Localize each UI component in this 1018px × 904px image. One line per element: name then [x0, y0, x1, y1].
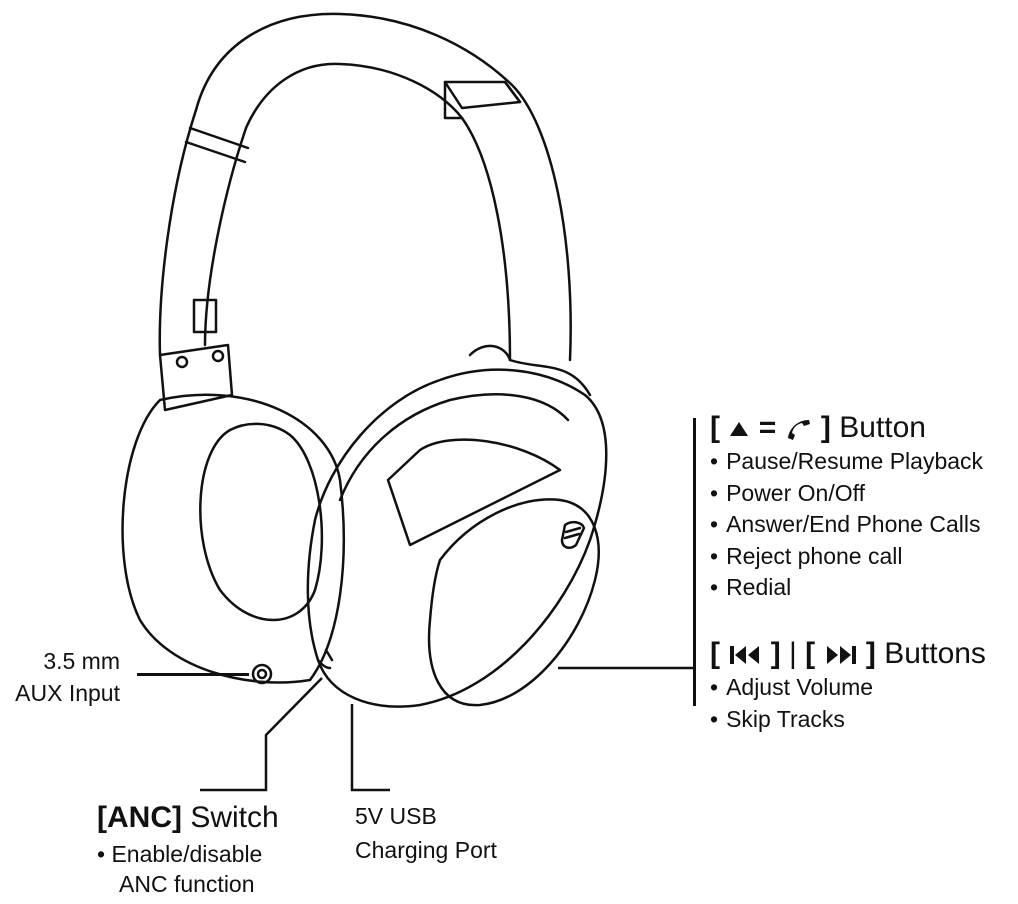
anc-bullet-text: Enable/disable [111, 841, 262, 867]
track-bracket-open-1: [ [710, 637, 720, 670]
phone-icon [785, 417, 813, 441]
previous-track-icon [728, 644, 762, 666]
multi-bracket-open: [ [710, 411, 720, 444]
track-bracket-close-2: ] [866, 637, 876, 670]
multi-button-functions: Pause/Resume Playback Power On/Off Answe… [710, 446, 983, 604]
play-pause-icon [728, 419, 750, 439]
next-track-icon [824, 644, 858, 666]
list-item: Adjust Volume [710, 672, 873, 704]
anc-heading: [ANC] Switch [97, 800, 279, 836]
aux-label-line2: AUX Input [0, 677, 120, 709]
track-buttons-heading: [ ] | [ ] Buttons [710, 636, 986, 672]
track-bracket-close-1: ] [771, 637, 781, 670]
list-item: Answer/End Phone Calls [710, 509, 983, 541]
list-item: Redial [710, 572, 983, 604]
track-bracket-open-2: [ [805, 637, 815, 670]
anc-bracket-label: [ANC] [97, 801, 182, 834]
list-item: Power On/Off [710, 478, 983, 510]
usb-label-line2: Charging Port [355, 834, 497, 866]
right-bracket-line [693, 418, 696, 706]
multi-equals: = [759, 411, 777, 444]
multi-button-title: Button [839, 411, 926, 444]
aux-label: 3.5 mm AUX Input [0, 645, 120, 709]
track-separator: | [789, 637, 797, 670]
multi-button-heading: [ = ] Button [710, 410, 926, 446]
list-item: Pause/Resume Playback [710, 446, 983, 478]
anc-bullet: • Enable/disable [97, 838, 262, 870]
usb-label: 5V USB Charging Port [355, 800, 497, 866]
anc-title: Switch [190, 801, 278, 834]
anc-bullet-cont: ANC function [119, 868, 255, 900]
usb-label-line1: 5V USB [355, 800, 497, 832]
aux-label-line1: 3.5 mm [0, 645, 120, 677]
list-item: Reject phone call [710, 541, 983, 573]
list-item: Skip Tracks [710, 704, 873, 736]
track-buttons-functions: Adjust Volume Skip Tracks [710, 672, 873, 735]
multi-bracket-close: ] [821, 411, 831, 444]
track-buttons-title: Buttons [884, 637, 986, 670]
